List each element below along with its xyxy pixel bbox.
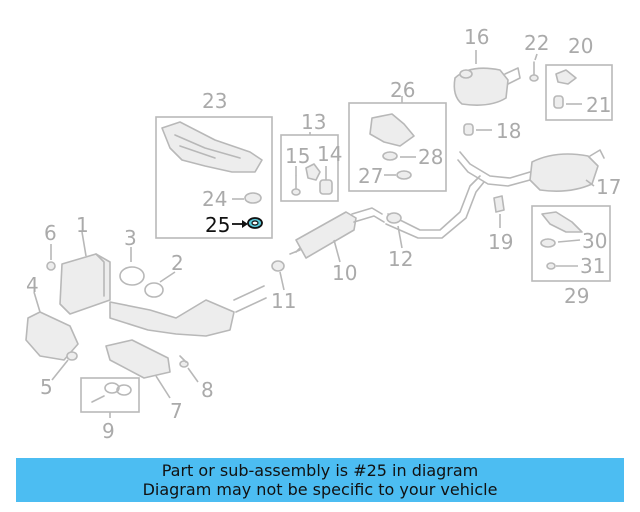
catalytic-converter-part-1: [59, 253, 111, 315]
group-box-23: [155, 116, 273, 239]
callout-14: 14: [317, 142, 342, 166]
callout-5: 5: [40, 375, 53, 399]
bolt-part-15: [291, 175, 301, 196]
hanger-part-14: [319, 179, 333, 195]
insulator-part-18: [463, 123, 474, 136]
stud-part-8: [179, 355, 189, 368]
callout-23: 23: [202, 89, 227, 113]
hardware-kit-part-9: [91, 382, 132, 403]
callout-4: 4: [26, 273, 39, 297]
washer-part-28: [382, 151, 398, 161]
clamp-part-11: [271, 260, 285, 272]
callout-19: 19: [488, 230, 513, 254]
callout-11: 11: [271, 289, 296, 313]
center-muffler-part-17: [457, 149, 605, 192]
bracket-part-29: [541, 211, 583, 233]
callout-10: 10: [332, 261, 357, 285]
callout-1: 1: [76, 213, 89, 237]
bolt-part-22: [529, 61, 539, 82]
group-box-26: [348, 102, 447, 192]
bushing-part-24: [244, 192, 262, 204]
bracket-part-20: [555, 69, 577, 85]
clamp-part-12: [386, 212, 402, 224]
info-banner: Part or sub-assembly is #25 in diagram D…: [16, 458, 624, 502]
gasket-part-3: [119, 266, 145, 286]
callout-3: 3: [124, 226, 137, 250]
washer-part-30: [540, 238, 556, 248]
callout-6: 6: [44, 221, 57, 245]
clamp-part-2: [144, 282, 164, 298]
hanger-part-19: [493, 195, 505, 213]
callout-27: 27: [358, 164, 383, 188]
callout-28: 28: [418, 145, 443, 169]
callout-24: 24: [202, 187, 227, 211]
group-box-29: [531, 205, 611, 282]
nut-part-6: [46, 261, 56, 271]
group-box-20: [545, 64, 613, 121]
callout-22: 22: [524, 31, 549, 55]
gasket-part-7: [105, 339, 171, 379]
callout-8: 8: [201, 378, 214, 402]
bolt-part-5: [66, 351, 78, 361]
callout-18: 18: [496, 119, 521, 143]
callout-7: 7: [170, 399, 183, 423]
intermediate-pipe-part-10: [289, 175, 485, 259]
callout-9: 9: [102, 419, 115, 443]
callout-25-highlighted: 25: [205, 213, 230, 237]
callout-13: 13: [301, 110, 326, 134]
banner-line-1: Part or sub-assembly is #25 in diagram: [161, 461, 479, 480]
banner-line-2: Diagram may not be specific to your vehi…: [142, 480, 498, 499]
front-pipe: [109, 285, 267, 337]
nut-part-27: [396, 170, 412, 180]
callout-30: 30: [582, 229, 607, 253]
shield-part-26: [369, 113, 415, 147]
heat-shield-part-23: [161, 121, 263, 173]
callout-12: 12: [388, 247, 413, 271]
callout-20: 20: [568, 34, 593, 58]
callout-labels: 1 2 3 4 5 6 7 8 9 10 12 11 13 14 15 16 1…: [26, 25, 621, 443]
callout-15: 15: [285, 144, 310, 168]
callout-29: 29: [564, 284, 589, 308]
ring-part-25: [247, 217, 263, 229]
leader-lines: [33, 50, 595, 418]
rear-muffler-part-16: [453, 67, 521, 106]
insulator-part-21: [553, 95, 564, 109]
callout-2: 2: [171, 251, 184, 275]
callout-21: 21: [586, 93, 611, 117]
nut-part-31: [546, 262, 556, 270]
callout-17: 17: [596, 175, 621, 199]
callout-16: 16: [464, 25, 489, 49]
bracket-part-13: [305, 163, 321, 181]
callout-26: 26: [390, 78, 415, 102]
callout-31: 31: [580, 254, 605, 278]
